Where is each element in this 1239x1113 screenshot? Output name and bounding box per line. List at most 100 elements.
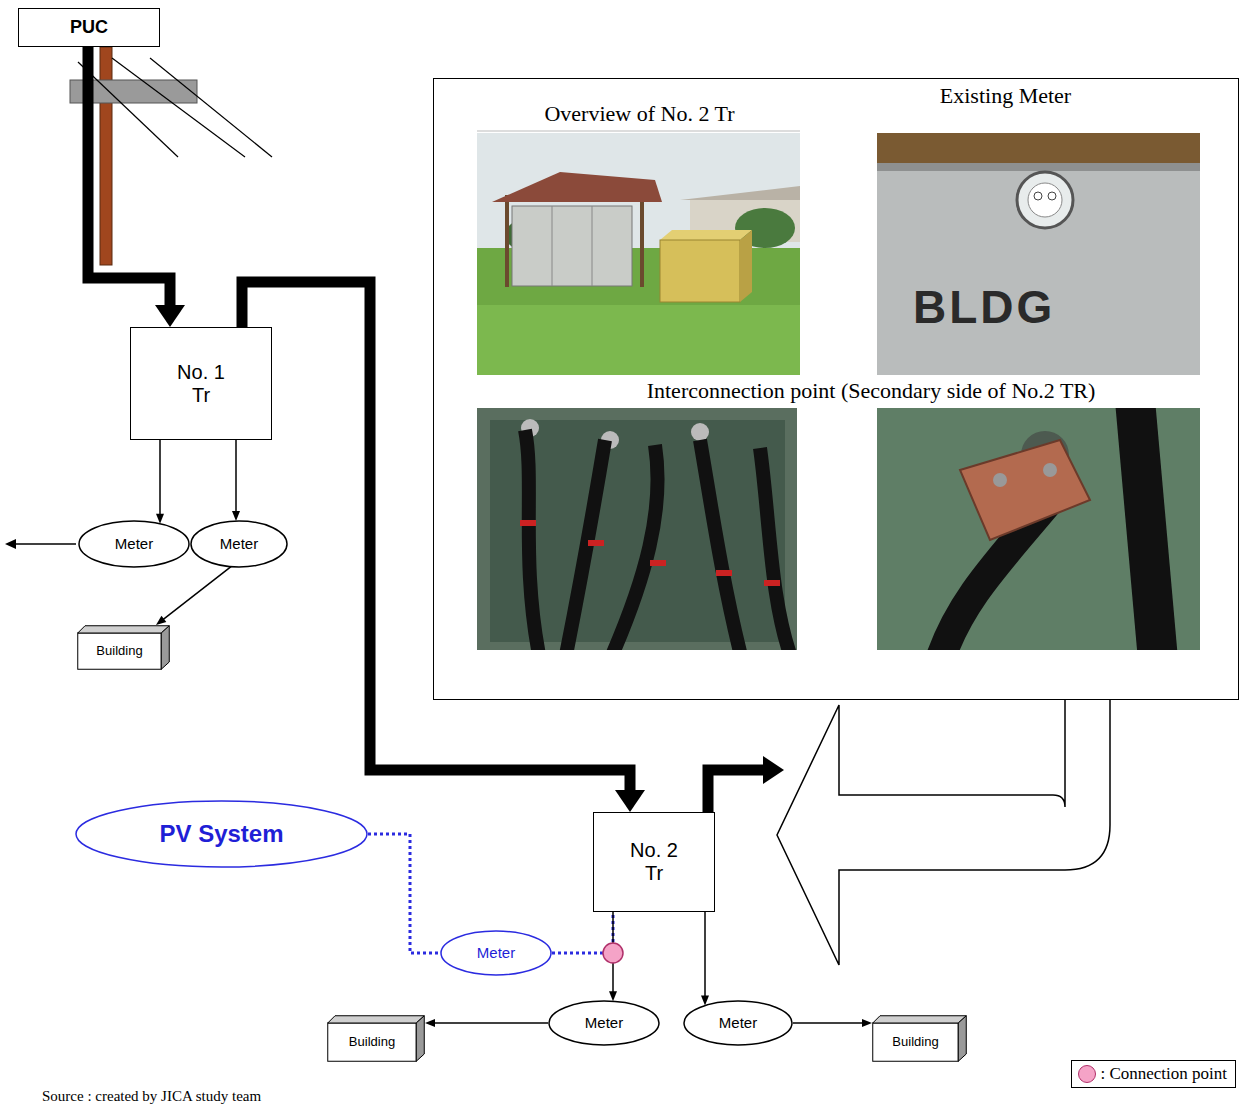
connector-line — [235, 440, 237, 513]
photo-existing-meter-part — [877, 133, 1200, 163]
photo-existing-meter — [877, 133, 1200, 375]
photo-transformer-site-part — [552, 206, 553, 286]
outgoing-feeder-arrow-part — [763, 756, 784, 784]
legend-swatch — [1078, 1065, 1096, 1083]
connector — [701, 912, 709, 1006]
photo-transformer-site-part — [477, 305, 800, 375]
connector-line — [368, 834, 440, 953]
legend-text: : Connection point — [1100, 1064, 1227, 1084]
connector — [156, 440, 164, 524]
photo-heading: Interconnection point (Secondary side of… — [541, 378, 1201, 403]
photo-terminal-closeup-part — [1043, 463, 1057, 477]
building-box: Building — [77, 625, 170, 670]
building-front — [328, 1023, 417, 1061]
photo-terminal-closeup-part — [993, 473, 1007, 487]
arrow-head — [862, 1019, 872, 1027]
photo-transformer-site-part — [512, 206, 632, 286]
node-label: Meter — [719, 1014, 757, 1031]
photo-existing-meter-part — [1017, 172, 1073, 228]
building-front — [873, 1023, 959, 1061]
connector — [88, 47, 185, 327]
arrow-head — [425, 1019, 435, 1027]
outgoing-feeder-arrow-part — [708, 770, 764, 812]
meter-ellipse: Meter — [190, 520, 288, 568]
meter-ellipse: Meter — [78, 520, 190, 568]
node-label: Building — [892, 1035, 938, 1050]
node-label: No. 2 Tr — [623, 839, 685, 885]
connector — [425, 1019, 548, 1027]
node-label: Meter — [220, 535, 258, 552]
connector-line — [88, 47, 170, 309]
building-box: Building — [327, 1015, 425, 1062]
photo-terminal-closeup-part — [1135, 408, 1158, 650]
photo-transformer-site-part — [492, 172, 662, 202]
connector-line — [159, 440, 161, 516]
photo-existing-meter-part — [1028, 183, 1062, 217]
building-front — [78, 633, 162, 669]
photo-terminal-closeup — [877, 408, 1200, 650]
ellipse-shape — [684, 1001, 792, 1045]
connector — [242, 282, 645, 812]
connector — [368, 834, 440, 953]
photo-heading: Existing Meter — [844, 83, 1167, 108]
photo-interconnection-cabinet-part — [525, 430, 792, 650]
power-wire-part — [150, 58, 272, 157]
photo-existing-meter-part — [877, 133, 1200, 375]
outgoing-arrow-part — [5, 539, 16, 549]
photo-interconnection-cabinet-part — [764, 580, 780, 586]
connector — [232, 440, 240, 521]
photo-transformer-site-part — [660, 240, 740, 302]
legend-row: : Connection point — [1078, 1064, 1227, 1084]
arrow-head — [615, 790, 645, 812]
connector-line — [793, 1022, 864, 1024]
ellipse-shape — [191, 521, 287, 567]
ellipse-shape — [441, 931, 551, 975]
pv-system-ellipse: PV System — [75, 800, 368, 868]
photo-existing-meter-part — [1034, 192, 1042, 200]
connector — [552, 912, 613, 953]
meter-ellipse: Meter — [683, 1000, 793, 1046]
ellipse-shape — [79, 521, 189, 567]
outgoing-feeder-arrow — [708, 756, 784, 812]
photo-interconnection-cabinet-part — [588, 540, 604, 546]
photo-transformer-site-part — [640, 195, 644, 287]
building-side — [958, 1016, 966, 1062]
power-wire-part — [112, 58, 245, 157]
photo-transformer-site-part — [592, 206, 593, 286]
connector — [793, 1019, 872, 1027]
building-box: Building — [872, 1015, 967, 1062]
photo-interconnection-cabinet-part-part — [565, 440, 605, 650]
legend-box: : Connection point — [1071, 1060, 1236, 1088]
connection-point — [603, 943, 623, 963]
connector-line — [242, 282, 630, 794]
arrow-head — [609, 991, 617, 1001]
photo-interconnection-cabinet-part — [691, 423, 709, 441]
photo-interconnection-cabinet-part-part — [525, 430, 540, 650]
photo-transformer-site — [477, 133, 800, 375]
transformer-box: No. 2 Tr — [593, 812, 715, 912]
building-top — [328, 1016, 425, 1023]
photo-existing-meter-part — [877, 163, 1200, 171]
node-label: No. 1 Tr — [170, 361, 232, 407]
power-wire — [78, 58, 272, 157]
photo-transformer-site-part — [477, 133, 800, 375]
node-label: PV System — [159, 820, 283, 848]
building-side — [161, 626, 169, 670]
arrow-head — [156, 514, 164, 524]
pv-meter-ellipse: Meter — [440, 930, 552, 976]
photo-transformer-site-part — [680, 186, 800, 200]
photo-panel: Overview of No. 2 TrExisting MeterInterc… — [433, 78, 1239, 700]
node-label: Meter — [477, 944, 515, 961]
node-label: Meter — [585, 1014, 623, 1031]
connector — [777, 700, 1110, 965]
connector-line — [433, 1022, 548, 1024]
photo-interconnection-cabinet — [477, 408, 797, 650]
hollow-arrow — [777, 700, 1110, 965]
node-label: PUC — [70, 17, 108, 38]
photo-interconnection-cabinet-part — [650, 560, 666, 566]
photo-interconnection-cabinet-part — [520, 520, 536, 526]
arrow-head — [156, 616, 166, 625]
outgoing-arrow-part — [15, 543, 76, 545]
ellipse-shape — [549, 1001, 659, 1045]
